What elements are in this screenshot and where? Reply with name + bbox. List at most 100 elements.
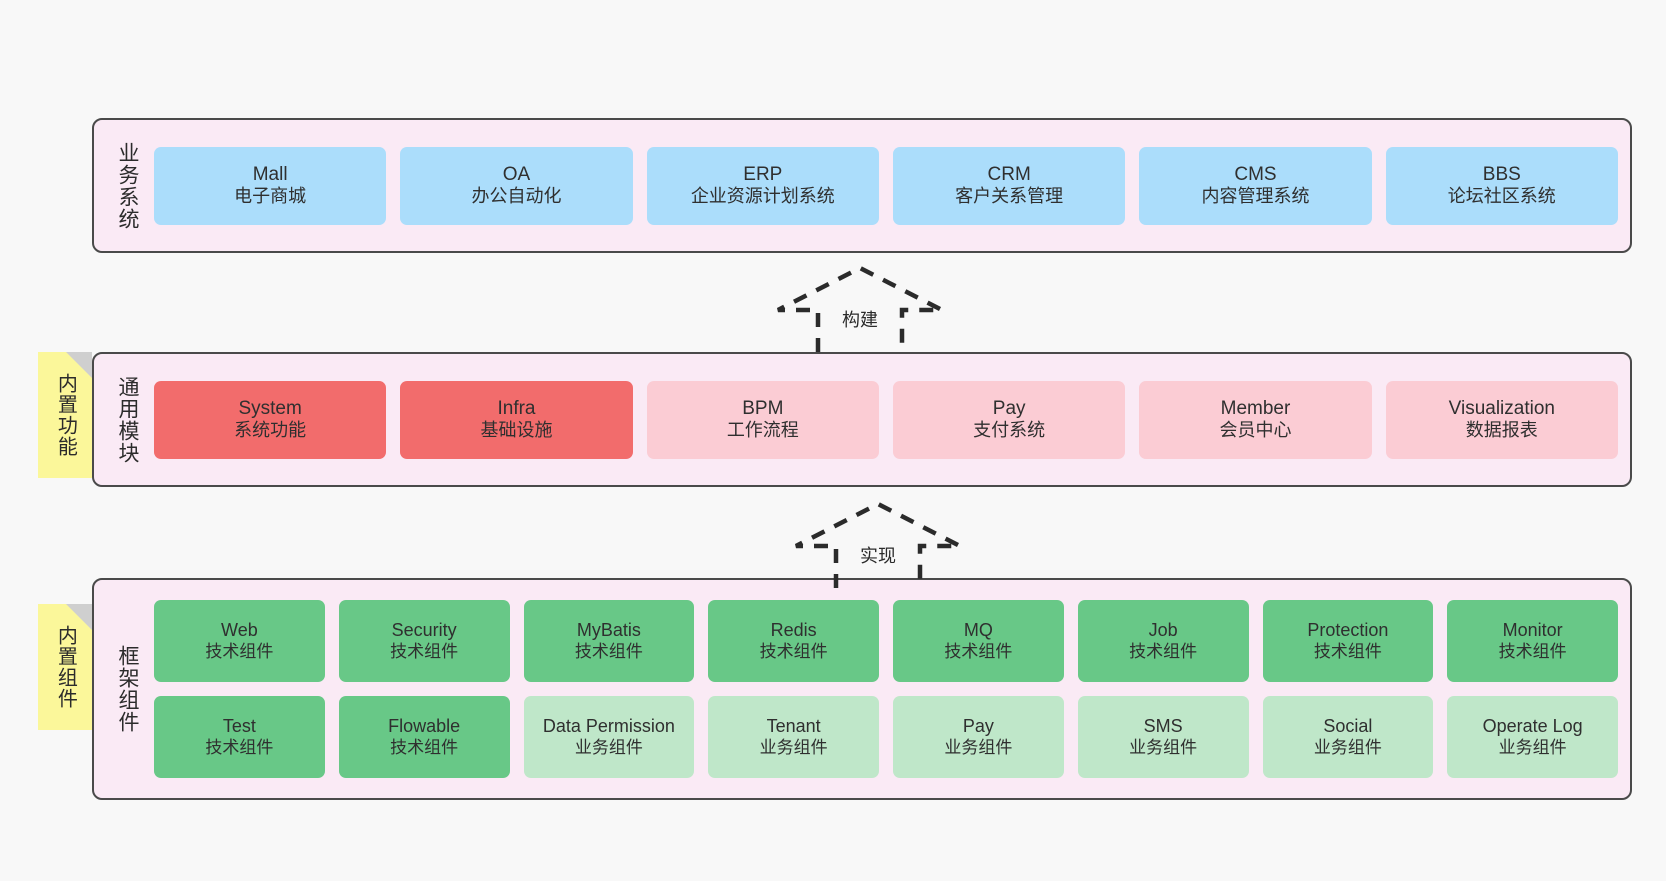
layer-body-framework: Web 技术组件 Security 技术组件 MyBatis 技术组件 Redi… [150, 580, 1630, 798]
node-title: Infra [497, 397, 536, 419]
layer-label-common: 通用模块 [115, 375, 139, 464]
node-subtitle: 会员中心 [1219, 420, 1292, 441]
node-title: Pay [962, 715, 994, 736]
node-flowable[interactable]: Flowable 技术组件 [338, 696, 510, 778]
node-crm[interactable]: CRM 客户关系管理 [892, 146, 1126, 225]
sticky-label: 内置组件 [54, 625, 77, 709]
node-web[interactable]: Web 技术组件 [154, 600, 325, 682]
node-row: System 系统功能 Infra 基础设施 BPM 工作流程 Pay 支付系统… [154, 380, 1618, 459]
node-pay-component[interactable]: Pay 业务组件 [893, 696, 1064, 778]
node-subtitle: 业务组件 [574, 737, 643, 757]
node-title: Flowable [388, 715, 461, 736]
node-infra[interactable]: Infra 基础设施 [400, 380, 633, 459]
node-subtitle: 业务组件 [1129, 737, 1198, 757]
sticky-fold-corner-icon [66, 604, 92, 630]
node-subtitle: 技术组件 [759, 641, 828, 661]
node-visualization[interactable]: Visualization 数据报表 [1385, 380, 1618, 459]
node-subtitle: 论坛社区系统 [1447, 186, 1556, 207]
node-system[interactable]: System 系统功能 [154, 380, 387, 459]
node-data-permission[interactable]: Data Permission 业务组件 [523, 696, 695, 778]
node-social[interactable]: Social 业务组件 [1262, 696, 1434, 778]
node-title: MQ [963, 619, 993, 640]
node-protection[interactable]: Protection 技术组件 [1262, 600, 1434, 682]
node-subtitle: 客户关系管理 [955, 186, 1064, 207]
node-title: Data Permission [542, 715, 675, 736]
node-subtitle: 技术组件 [944, 641, 1013, 661]
node-subtitle: 支付系统 [973, 420, 1046, 441]
node-oa[interactable]: OA 办公自动化 [400, 146, 633, 225]
node-title: SMS [1143, 715, 1183, 736]
node-title: Social [1323, 715, 1373, 736]
node-title: Pay [992, 397, 1026, 419]
node-security[interactable]: Security 技术组件 [338, 600, 510, 682]
node-subtitle: 技术组件 [205, 737, 274, 757]
node-title: MyBatis [576, 619, 641, 640]
node-subtitle: 技术组件 [390, 641, 459, 661]
node-mybatis[interactable]: MyBatis 技术组件 [523, 600, 695, 682]
node-subtitle: 办公自动化 [471, 186, 562, 207]
node-mall[interactable]: Mall 电子商城 [154, 146, 387, 225]
layer-label-business: 业务系统 [115, 141, 139, 230]
node-row: Test 技术组件 Flowable 技术组件 Data Permission … [154, 696, 1618, 778]
node-subtitle: 技术组件 [205, 641, 274, 661]
sticky-label: 内置功能 [54, 373, 77, 457]
node-subtitle: 内容管理系统 [1201, 186, 1310, 207]
node-subtitle: 技术组件 [1313, 641, 1382, 661]
node-bpm[interactable]: BPM 工作流程 [646, 380, 879, 459]
node-title: Job [1148, 619, 1178, 640]
layer-framework-components: 框架组件 Web 技术组件 Security 技术组件 MyBatis 技术组件… [92, 578, 1632, 800]
node-operate-log[interactable]: Operate Log 业务组件 [1447, 696, 1618, 778]
node-title: CMS [1234, 163, 1277, 185]
node-tenant[interactable]: Tenant 业务组件 [708, 696, 879, 778]
node-bbs[interactable]: BBS 论坛社区系统 [1385, 146, 1618, 225]
node-subtitle: 企业资源计划系统 [690, 186, 835, 207]
node-subtitle: 工作流程 [726, 420, 799, 441]
arrow-build-up: 构建 [760, 262, 960, 352]
node-title: ERP [743, 163, 783, 185]
node-subtitle: 技术组件 [1498, 641, 1567, 661]
layer-business-systems: 业务系统 Mall 电子商城 OA 办公自动化 ERP 企业资源计划系统 CRM… [92, 118, 1632, 253]
node-title: System [238, 397, 302, 419]
node-title: Operate Log [1482, 715, 1583, 736]
node-subtitle: 技术组件 [1129, 641, 1198, 661]
node-title: Tenant [766, 715, 821, 736]
sticky-note-builtin-features: 内置功能 [38, 352, 92, 478]
node-title: Redis [770, 619, 817, 640]
node-title: OA [502, 163, 531, 185]
arrow-implement-up: 实现 [778, 498, 978, 588]
node-mq[interactable]: MQ 技术组件 [893, 600, 1064, 682]
node-title: Mall [252, 163, 288, 185]
layer-body-common: System 系统功能 Infra 基础设施 BPM 工作流程 Pay 支付系统… [150, 354, 1630, 485]
node-subtitle: 电子商城 [234, 186, 307, 207]
node-title: Monitor [1502, 619, 1563, 640]
layer-common-modules: 通用模块 System 系统功能 Infra 基础设施 BPM 工作流程 Pay… [92, 352, 1632, 487]
node-title: Web [221, 619, 258, 640]
node-sms[interactable]: SMS 业务组件 [1077, 696, 1249, 778]
node-subtitle: 数据报表 [1465, 420, 1538, 441]
layer-label-framework: 框架组件 [115, 645, 139, 733]
node-monitor[interactable]: Monitor 技术组件 [1447, 600, 1618, 682]
node-subtitle: 技术组件 [390, 737, 459, 757]
node-pay[interactable]: Pay 支付系统 [892, 380, 1126, 459]
node-redis[interactable]: Redis 技术组件 [708, 600, 879, 682]
node-title: Security [391, 619, 457, 640]
node-title: Visualization [1448, 397, 1555, 419]
node-row: Mall 电子商城 OA 办公自动化 ERP 企业资源计划系统 CRM 客户关系… [154, 146, 1618, 225]
node-row: Web 技术组件 Security 技术组件 MyBatis 技术组件 Redi… [154, 600, 1618, 682]
node-subtitle: 业务组件 [759, 737, 828, 757]
node-test[interactable]: Test 技术组件 [154, 696, 325, 778]
node-subtitle: 业务组件 [944, 737, 1013, 757]
node-subtitle: 业务组件 [1313, 737, 1382, 757]
node-title: Member [1220, 397, 1291, 419]
sticky-fold-corner-icon [66, 352, 92, 378]
node-subtitle: 系统功能 [234, 420, 307, 441]
node-subtitle: 技术组件 [574, 641, 643, 661]
node-job[interactable]: Job 技术组件 [1077, 600, 1249, 682]
sticky-note-builtin-components: 内置组件 [38, 604, 92, 730]
node-member[interactable]: Member 会员中心 [1139, 380, 1372, 459]
node-title: BPM [742, 397, 784, 419]
node-cms[interactable]: CMS 内容管理系统 [1139, 146, 1372, 225]
node-title: CRM [987, 163, 1031, 185]
node-erp[interactable]: ERP 企业资源计划系统 [646, 146, 879, 225]
